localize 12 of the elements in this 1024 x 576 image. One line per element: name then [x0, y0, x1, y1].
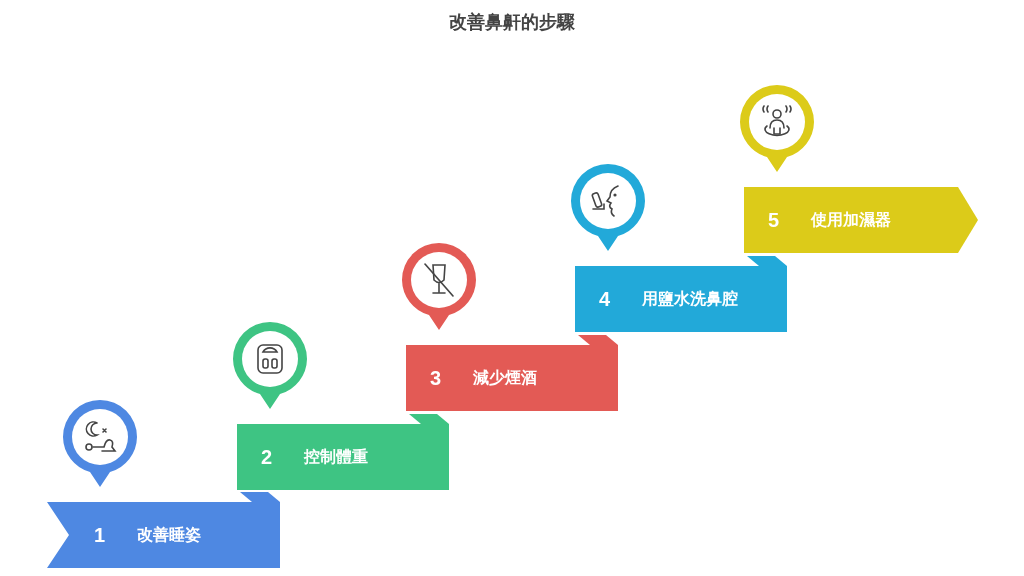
step-label: 控制體重: [304, 446, 368, 468]
step-number: 1: [94, 523, 106, 547]
step-label: 使用加濕器: [811, 209, 891, 231]
step-number: 5: [768, 208, 780, 232]
title: 改善鼻鼾的步驟: [449, 11, 575, 32]
step-label: 改善睡姿: [137, 524, 201, 546]
step-number: 2: [261, 445, 273, 469]
step-number: 3: [430, 366, 442, 390]
step-number: 4: [599, 287, 611, 311]
step-label: 用鹽水洗鼻腔: [642, 288, 738, 310]
step-ribbon: [744, 187, 978, 253]
step-label: 減少煙酒: [473, 367, 537, 389]
